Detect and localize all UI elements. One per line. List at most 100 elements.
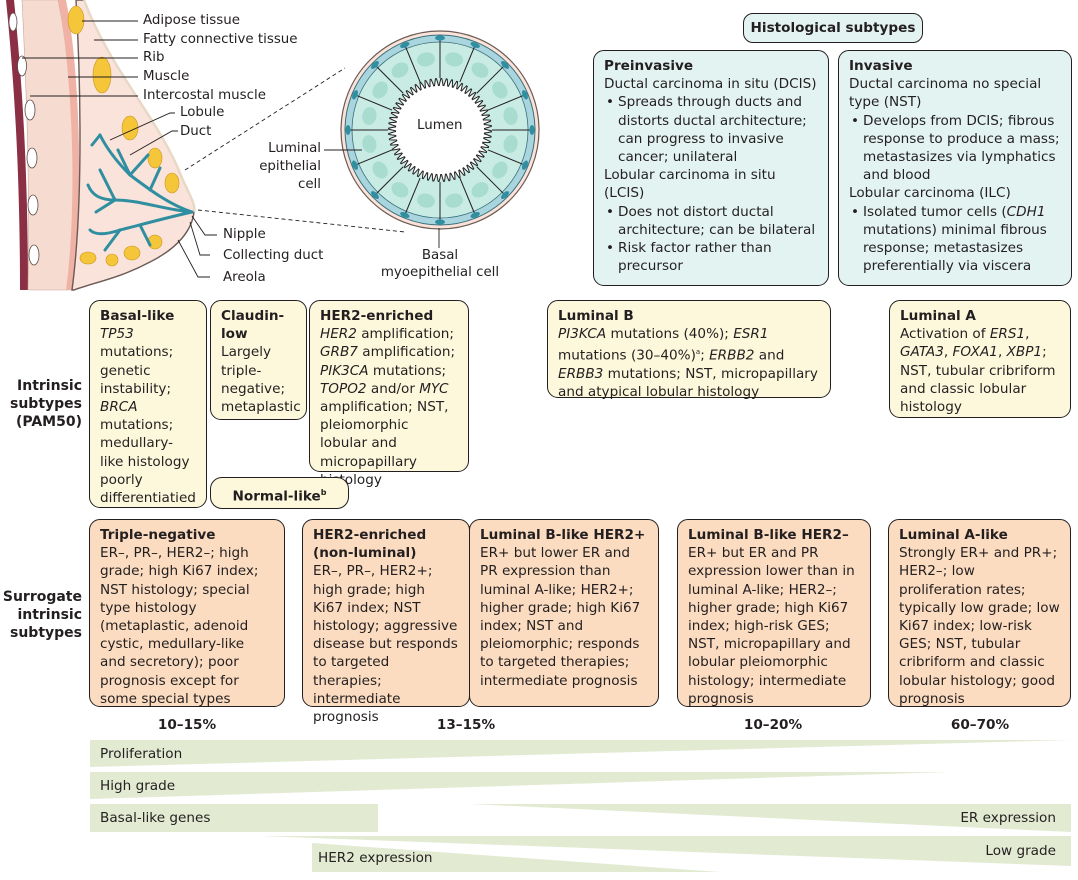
- surrogate-box-triple-negative: Triple-negative ER–, PR–, HER2–; high gr…: [89, 519, 285, 707]
- wedge-er-expression: [470, 804, 1071, 832]
- her2-t4: and/or: [366, 380, 420, 397]
- label-lobule: Lobule: [180, 105, 225, 120]
- surrogate-label-1: Surrogate: [2, 589, 82, 605]
- basal-text-2: mutations; medullary-like histology poor…: [100, 417, 196, 507]
- surrogate-title: Luminal B-like HER2+: [480, 527, 646, 543]
- intrinsic-label-1: Intrinsic: [17, 378, 82, 394]
- gene-foxa1: FOXA1: [952, 344, 998, 361]
- ilc-bullet: Isolated tumor cells (CDH1 mutations) mi…: [849, 203, 1061, 276]
- prevalence-her2: 13–15%: [436, 717, 496, 733]
- label-her2-expression: HER2 expression: [318, 850, 433, 866]
- luminal-nucleus: [391, 182, 409, 198]
- cell-boundary: [404, 177, 421, 216]
- basal-nucleus: [501, 60, 510, 69]
- label-er-expression: ER expression: [960, 810, 1056, 826]
- basal-nucleus: [435, 35, 445, 41]
- basal-nucleus: [470, 42, 480, 49]
- ilc-text-2: mutations) minimal fibrous response; met…: [863, 221, 1047, 275]
- duct-tree: [86, 133, 194, 252]
- nst-bullet: Develops from DCIS; fibrous response to …: [849, 112, 1061, 185]
- lumb-t4: and: [754, 347, 785, 364]
- surrogate-box-luminal-b-her2-pos: Luminal B-like HER2+ ER+ but lower ER an…: [469, 519, 659, 707]
- basal-text-1: mutations; genetic instability;: [100, 344, 174, 397]
- surrogate-title: Triple-negative: [100, 527, 216, 543]
- gene-erbb2: ERBB2: [709, 347, 755, 364]
- ilc-heading: Lobular carcinoma (ILC): [849, 185, 1011, 202]
- intrinsic-row-label: Intrinsic subtypes (PAM50): [0, 377, 82, 431]
- gene-erbb3: ERBB3: [558, 366, 604, 383]
- lumb-t3: ;: [700, 347, 710, 364]
- basal-line-2: myoepithelial cell: [380, 265, 500, 280]
- label-nipple: Nipple: [223, 227, 266, 242]
- luminal-nucleus: [445, 193, 463, 208]
- basal-nucleus: [352, 90, 359, 100]
- rib-icons: [8, 12, 40, 266]
- luminal-nucleus: [492, 161, 508, 179]
- luminal-line-2: epithelial: [259, 159, 321, 174]
- luminal-b-box: Luminal B PI3KCA mutations (40%); ESR1 m…: [547, 300, 831, 400]
- cell-boundary: [487, 149, 526, 166]
- basal-nucleus: [370, 191, 379, 200]
- wedge-low-grade: [260, 836, 1071, 866]
- basal-nucleus: [521, 160, 528, 170]
- her2-enriched-box: HER2-enriched HER2 amplification; GRB7 a…: [309, 300, 469, 488]
- label-muscle: Muscle: [143, 69, 190, 84]
- dcis-heading: Ductal carcinoma in situ (DCIS): [604, 76, 817, 93]
- surrogate-text: ER–, PR–, HER2+; high grade; high Ki67 i…: [313, 563, 458, 726]
- wedge-high-grade: [90, 772, 950, 799]
- label-low-grade: Low grade: [985, 843, 1056, 859]
- surrogate-label-2: intrinsic: [17, 607, 82, 623]
- luminal-nucleus: [362, 135, 377, 153]
- luminal-nucleus: [391, 62, 409, 78]
- luminal-nucleus: [492, 81, 508, 99]
- gene-gata3: GATA3: [900, 344, 944, 361]
- basal-nucleus: [529, 125, 535, 135]
- luma-t3: ,: [943, 344, 953, 361]
- nst-heading: Ductal carcinoma no special type (NST): [849, 76, 1042, 111]
- basal-line-1: Basal: [421, 248, 459, 263]
- preinvasive-box: Preinvasive Ductal carcinoma in situ (DC…: [593, 50, 829, 286]
- luminal-nucleus: [445, 52, 463, 67]
- her2-t3: mutations;: [368, 362, 447, 379]
- gene-brca: BRCA: [100, 399, 138, 416]
- luminal-nucleus: [417, 52, 435, 67]
- claudin-low-box: Claudin-low Largely triple-negative; met…: [210, 300, 307, 420]
- label-duct: Duct: [180, 124, 212, 139]
- breast-anatomy-illustration: [6, 0, 406, 291]
- prevalence-luminal-a: 60–70%: [950, 717, 1010, 733]
- histological-subtypes-header: Histological subtypes: [743, 13, 923, 43]
- normal-like-title: Normal-like: [232, 488, 321, 505]
- luminal-a-box: Luminal A Activation of ERS1, GATA3, FOX…: [889, 300, 1071, 418]
- luma-t1: Activation of: [900, 326, 990, 343]
- basal-nucleus: [352, 160, 359, 170]
- luminal-nucleus: [362, 107, 377, 125]
- surrogate-text: ER–, PR–, HER2–; high grade; high Ki67 i…: [100, 545, 259, 707]
- surrogate-title: HER2-enriched (non-luminal): [313, 527, 427, 562]
- luma-t5: ; NST, tubular cribriform and classic lo…: [900, 344, 1056, 416]
- cell-boundary: [459, 177, 476, 216]
- wedge-her2-expression: [312, 843, 720, 872]
- gene-ers1: ERS1: [989, 326, 1026, 343]
- basal-nucleus: [470, 211, 480, 218]
- cell-boundary: [476, 166, 506, 196]
- luminal-b-title: Luminal B: [558, 308, 634, 324]
- wedge-basal-genes: [90, 804, 378, 832]
- label-rib: Rib: [143, 50, 165, 65]
- cell-boundary: [354, 149, 393, 166]
- lumb-t1: mutations (40%);: [606, 326, 734, 343]
- luminal-nucleus: [471, 62, 489, 78]
- intrinsic-label-2: subtypes: [10, 396, 82, 412]
- luminal-leader-line: [324, 149, 362, 151]
- claudin-low-title: Claudin-low: [221, 308, 285, 343]
- label-areola: Areola: [223, 270, 266, 285]
- cell-boundary: [374, 166, 404, 196]
- luminal-nucleus: [503, 107, 518, 125]
- histological-header-label: Histological subtypes: [750, 20, 916, 36]
- surrogate-text: Strongly ER+ and PR+; HER2–; low prolife…: [899, 545, 1060, 707]
- luminal-a-text: Activation of ERS1, GATA3, FOXA1, XBP1; …: [900, 325, 1060, 416]
- normal-like-footnote: b: [320, 488, 327, 497]
- label-basal-like-genes: Basal-like genes: [100, 810, 211, 826]
- surrogate-text: ER+ but ER and PR expression lower than …: [688, 545, 855, 707]
- invasive-box: Invasive Ductal carcinoma no special typ…: [838, 50, 1072, 286]
- basal-nucleus: [345, 125, 351, 135]
